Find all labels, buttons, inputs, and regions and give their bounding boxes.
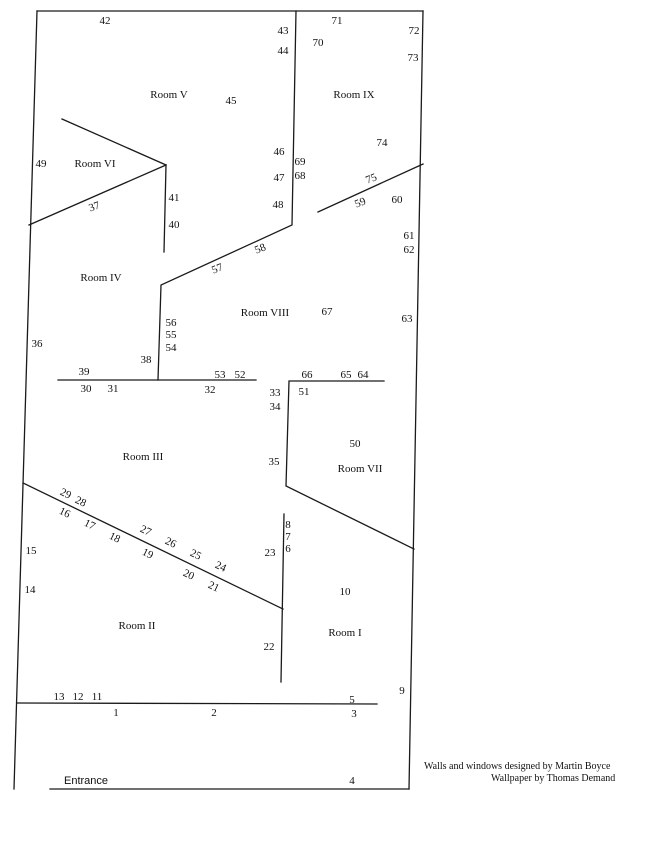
position-number: 33	[270, 387, 282, 399]
room-label: Room VI	[74, 158, 115, 170]
position-number: 65	[341, 369, 353, 381]
position-number: 12	[73, 691, 84, 703]
position-number: 45	[226, 95, 238, 107]
credit-wallpaper: Wallpaper by Thomas Demand	[491, 773, 616, 784]
position-number: 64	[358, 369, 370, 381]
position-number: 22	[264, 641, 275, 653]
room-label: Room II	[119, 620, 156, 632]
position-number: 53	[215, 369, 227, 381]
wall-room-ix-lower	[317, 163, 424, 213]
position-number: 7	[285, 531, 291, 543]
position-number: 56	[166, 317, 178, 329]
position-number: 28	[73, 494, 88, 510]
wall-room-vi-upper	[61, 118, 167, 166]
position-number: 70	[313, 37, 325, 49]
position-number: 27	[138, 523, 153, 539]
position-number: 73	[408, 52, 420, 64]
position-number: 68	[295, 170, 307, 182]
position-number: 5	[349, 694, 355, 706]
position-number: 6	[285, 543, 291, 555]
room-label: Room IX	[333, 89, 374, 101]
position-number: 19	[140, 546, 155, 562]
wall-room-v-ix	[157, 10, 297, 381]
room-label: Room I	[328, 627, 362, 639]
position-number: 17	[82, 517, 97, 533]
position-number: 29	[58, 486, 73, 502]
position-number: 58	[253, 241, 268, 256]
position-number: 2	[211, 707, 217, 719]
position-number: 1	[113, 707, 119, 719]
position-number: 57	[210, 261, 225, 276]
position-number: 43	[278, 25, 290, 37]
position-number: 20	[181, 567, 196, 583]
position-number: 40	[169, 219, 181, 231]
entrance-label: Entrance	[64, 775, 108, 787]
position-number: 69	[295, 156, 307, 168]
room-label: Room III	[123, 451, 164, 463]
wall-room-vii	[285, 380, 415, 550]
room-label: Room IV	[80, 272, 121, 284]
position-number: 18	[107, 530, 122, 546]
room-label: Room VII	[338, 463, 383, 475]
position-number: 63	[402, 313, 414, 325]
position-number: 35	[269, 456, 281, 468]
position-number: 9	[399, 685, 405, 697]
position-number: 71	[332, 15, 343, 27]
position-number: 74	[377, 137, 389, 149]
position-number: 15	[26, 545, 38, 557]
position-number: 44	[278, 45, 290, 57]
position-number: 4	[349, 775, 355, 787]
wall-room-ii-diagonal	[22, 482, 284, 610]
position-number: 16	[57, 505, 72, 521]
room-label: Room V	[150, 89, 187, 101]
wall-room-vi-right	[163, 164, 167, 253]
position-number: 31	[108, 383, 119, 395]
position-number: 23	[265, 547, 277, 559]
credit-walls: Walls and windows designed by Martin Boy…	[424, 761, 611, 772]
position-number: 14	[25, 584, 37, 596]
position-number: 41	[169, 192, 180, 204]
position-number: 39	[79, 366, 91, 378]
position-number: 36	[32, 338, 44, 350]
outer-wall-left	[13, 10, 38, 790]
position-number: 10	[340, 586, 352, 598]
wall-room-i-left	[280, 513, 285, 683]
position-number: 59	[353, 195, 368, 210]
position-number: 32	[205, 384, 216, 396]
position-number: 62	[404, 244, 415, 256]
position-number: 21	[206, 579, 221, 595]
position-number: 47	[274, 172, 286, 184]
position-number: 48	[273, 199, 285, 211]
position-number: 8	[285, 519, 291, 531]
position-number: 11	[92, 691, 103, 703]
position-number: 37	[87, 199, 102, 214]
position-number: 38	[141, 354, 153, 366]
position-number: 55	[166, 329, 178, 341]
wall-entrance-partition	[16, 702, 378, 705]
position-number: 72	[409, 25, 420, 37]
position-number: 60	[392, 194, 404, 206]
position-number: 25	[188, 547, 203, 563]
position-number: 52	[235, 369, 246, 381]
room-label: Room VIII	[241, 307, 290, 319]
position-number: 13	[54, 691, 66, 703]
position-number: 50	[350, 438, 362, 450]
position-number: 49	[36, 158, 48, 170]
position-number: 24	[213, 559, 228, 575]
position-number: 61	[404, 230, 415, 242]
position-number: 54	[166, 342, 178, 354]
position-number: 30	[81, 383, 93, 395]
position-number: 67	[322, 306, 334, 318]
outer-wall-right	[408, 10, 424, 790]
position-number: 34	[270, 401, 282, 413]
wall-room-vi-lower	[28, 164, 167, 226]
position-number: 66	[302, 369, 314, 381]
position-number: 26	[163, 535, 178, 551]
position-number: 3	[351, 708, 357, 720]
position-number: 46	[274, 146, 286, 158]
position-number: 51	[299, 386, 310, 398]
position-number: 75	[364, 171, 379, 186]
position-number: 42	[100, 15, 111, 27]
